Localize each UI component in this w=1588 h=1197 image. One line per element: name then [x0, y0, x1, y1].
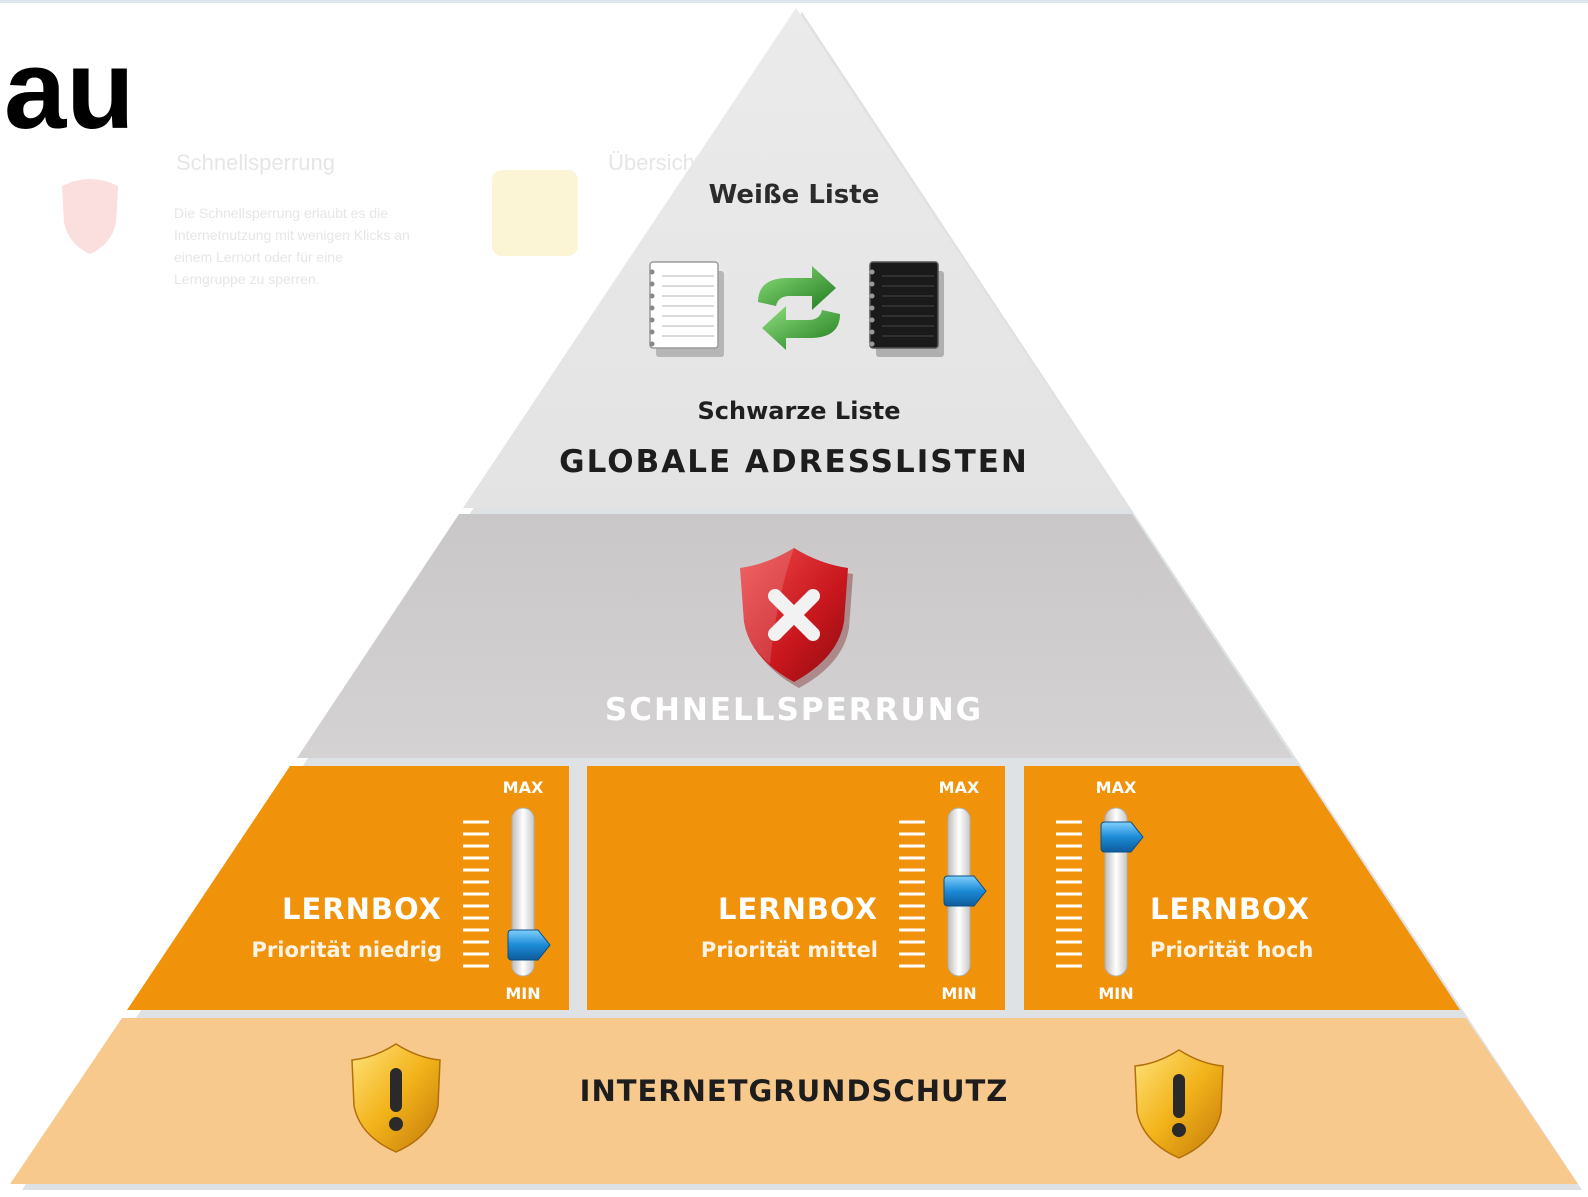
lernbox-1-slider-knob [507, 929, 551, 961]
lernbox-2-title: LERNBOX [718, 892, 878, 926]
white-list-notebook-icon [649, 261, 724, 357]
tier-global-address-lists [463, 8, 1128, 508]
lernbox-3-slider-knob [1100, 821, 1144, 853]
lernbox-2-slider-knob [943, 875, 987, 907]
page-heading: au [4, 27, 135, 152]
lernbox-3-scale [1056, 820, 1082, 968]
lernbox-2-subtitle: Priorität mittel [700, 938, 878, 962]
tier-lernbox-left [127, 766, 569, 1010]
exchange-arrows-icon [758, 266, 840, 350]
lernbox-1-min-label: MIN [505, 984, 541, 1003]
top-border [0, 0, 1588, 3]
black-list-label: Schwarze Liste [697, 397, 901, 425]
lernbox-2-scale [899, 820, 925, 968]
quick-block-title: SCHNELLSPERRUNG [604, 692, 984, 728]
ghost-search-icon [492, 170, 578, 256]
red-shield-x-icon [740, 548, 853, 688]
warning-shield-left-icon [351, 1043, 441, 1153]
lernbox-1-max-label: MAX [502, 778, 544, 797]
global-address-lists-title: GLOBALE ADRESSLISTEN [559, 444, 1029, 480]
ghost-title-2: Übersicht [608, 150, 701, 175]
lernbox-2-max-label: MAX [938, 778, 980, 797]
black-list-notebook-icon [869, 261, 944, 357]
white-list-label: Weiße Liste [708, 180, 880, 210]
lernbox-3-subtitle: Priorität hoch [1150, 938, 1314, 962]
warning-shield-right-icon [1134, 1049, 1224, 1159]
ghost-title-1: Schnellsperrung [176, 150, 335, 175]
ghost-body-1: Die Schnellsperrung erlaubt es die Inter… [174, 205, 410, 287]
lernbox-1-title: LERNBOX [282, 892, 442, 926]
lernbox-3-max-label: MAX [1095, 778, 1137, 797]
lernbox-3-min-label: MIN [1098, 984, 1134, 1003]
tier-lernbox-right [1024, 766, 1460, 1010]
lernbox-1-scale [463, 820, 489, 968]
tier-lernbox-center [587, 766, 1005, 1010]
ghost-shield-icon [62, 179, 118, 254]
lernbox-3-title: LERNBOX [1150, 892, 1310, 926]
lernbox-2-min-label: MIN [941, 984, 977, 1003]
lernbox-1-subtitle: Priorität niedrig [251, 938, 443, 962]
internet-protection-title: INTERNETGRUNDSCHUTZ [579, 1074, 1009, 1108]
